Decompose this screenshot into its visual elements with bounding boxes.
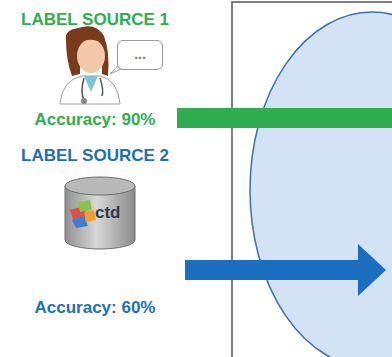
database-logo-text: ctd [95,203,121,223]
green-arrow [177,108,392,128]
source-title: LABEL SOURCE 2 [0,146,190,166]
blue-arrow-head [358,244,386,296]
database-cylinder: ctd [64,176,136,250]
accuracy-label: Accuracy: 60% [0,298,190,318]
blue-arrow-shaft [185,260,361,280]
source-title: LABEL SOURCE 1 [0,10,190,30]
doctor-icon [60,26,120,104]
speech-bubble: ... [117,40,163,70]
target-ellipse [250,12,392,357]
bubble-text: ... [126,45,154,63]
accuracy-label: Accuracy: 90% [0,110,190,130]
